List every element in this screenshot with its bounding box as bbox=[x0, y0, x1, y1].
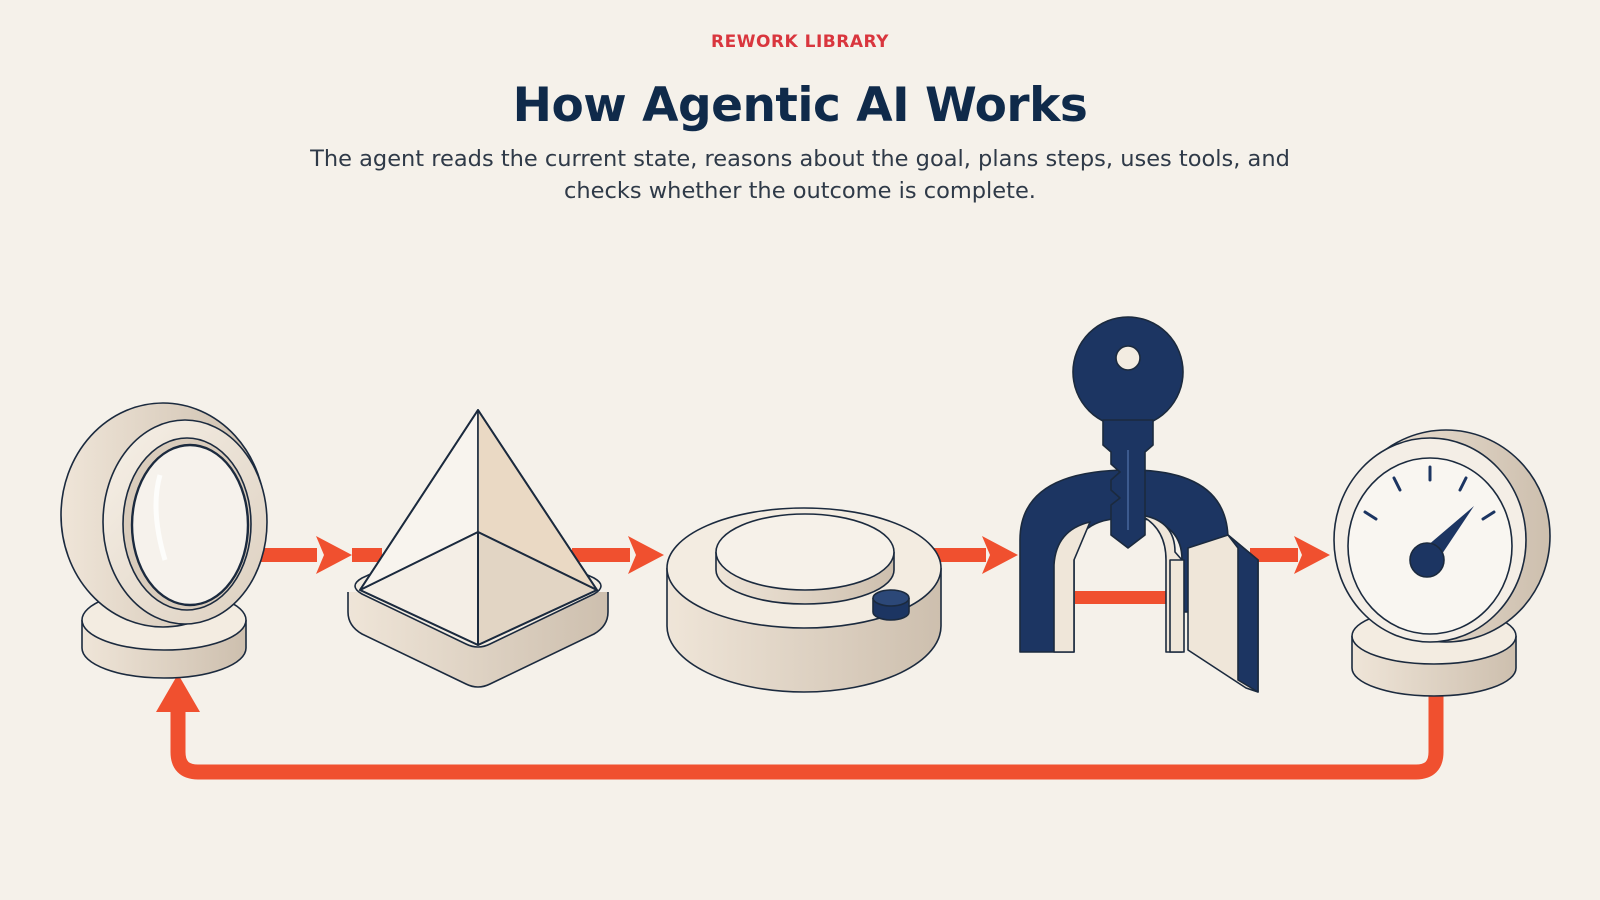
arrow-head-2 bbox=[628, 536, 664, 574]
pyramid-icon bbox=[347, 409, 609, 688]
arrow-shaft-3 bbox=[930, 548, 986, 562]
arrow-shaft-1 bbox=[255, 548, 317, 562]
arrow-head-3 bbox=[982, 536, 1018, 574]
arrow-shaft-2 bbox=[572, 548, 630, 562]
page-title: How Agentic AI Works bbox=[512, 78, 1088, 133]
feedback-loop-arrow bbox=[170, 690, 1444, 780]
magnet-crossbar bbox=[1075, 591, 1175, 604]
eyebrow-label: REWORK LIBRARY bbox=[711, 32, 889, 52]
key-magnet-icon bbox=[1019, 316, 1259, 693]
page-subtitle: The agent reads the current state, reaso… bbox=[310, 146, 1290, 204]
arrow-head-4 bbox=[1294, 536, 1330, 574]
flow-arrows bbox=[255, 536, 1330, 604]
dial-icon bbox=[666, 507, 942, 693]
feedback-loop-head bbox=[156, 674, 200, 712]
mirror-icon bbox=[60, 402, 268, 679]
arrow-head-1 bbox=[316, 536, 352, 574]
arrow-shaft-4 bbox=[1250, 548, 1298, 562]
gauge-icon bbox=[1333, 429, 1551, 697]
gauge-ticks bbox=[1363, 465, 1496, 521]
